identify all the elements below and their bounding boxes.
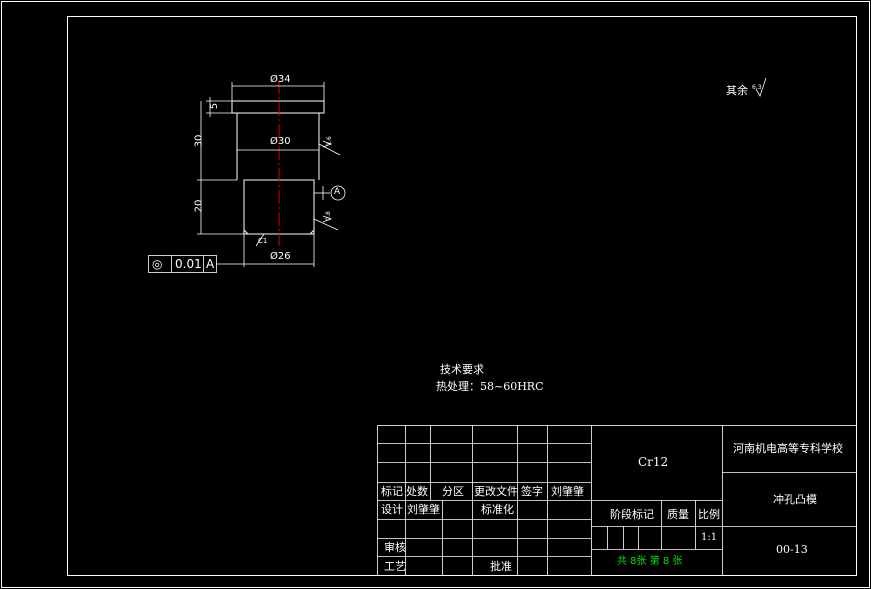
tolerance-datum: A	[206, 257, 215, 271]
roughness-lower-value: 0.8	[324, 211, 332, 221]
tb-header-count: 处数	[406, 485, 428, 498]
tb-school: 河南机电高等专科学校	[733, 442, 843, 455]
surface-note-value: 6.3	[752, 84, 762, 91]
dim-bottom-diameter: Ø26	[270, 251, 291, 262]
tb-part-name: 冲孔凸模	[773, 493, 817, 506]
tb-sheets: 共 8张 第 8 张	[617, 556, 683, 567]
title-block-grid	[377, 425, 857, 576]
dimension-lines	[197, 82, 346, 267]
tb-mass-label: 质量	[667, 508, 689, 521]
tb-review-label: 审核	[384, 541, 406, 554]
tb-design-name: 刘肇肇	[407, 503, 440, 516]
dim-top-diameter: Ø34	[270, 74, 291, 85]
roughness-mid-value: 1.6	[325, 136, 333, 146]
tb-ratio-value: 1:1	[701, 532, 718, 543]
dim-upper-length: 30	[193, 134, 205, 148]
tolerance-value: 0.01	[175, 257, 202, 271]
datum-label: A	[334, 187, 341, 197]
tb-process-label: 工艺	[384, 560, 406, 573]
tb-stage-label: 阶段标记	[610, 508, 654, 521]
dim-mid-diameter: Ø30	[270, 136, 291, 147]
tb-standard-label: 标准化	[481, 503, 514, 516]
tb-header-signature: 签字	[521, 485, 543, 498]
part-profile	[231, 100, 325, 235]
roughness-symbols	[313, 77, 767, 231]
technical-heat-treatment: 热处理：58~60HRC	[436, 380, 544, 393]
tb-header-change-doc: 更改文件	[474, 485, 518, 498]
tolerance-symbol: ◎	[152, 257, 163, 271]
dim-chamfer-label: C1	[258, 237, 268, 245]
dim-lower-length: 20	[193, 199, 205, 213]
tolerance-frame	[148, 255, 217, 273]
dim-head-height: 5	[209, 102, 221, 110]
tb-header-mark: 标记	[381, 485, 403, 498]
tb-design-label: 设计	[381, 503, 403, 516]
tb-header-name: 刘肇肇	[551, 485, 584, 498]
technical-title: 技术要求	[440, 363, 484, 376]
tb-drawing-no: 00-13	[776, 543, 808, 556]
tb-material: Cr12	[638, 455, 669, 469]
tb-approve-label: 批准	[490, 560, 512, 573]
surface-note-label: 其余	[726, 84, 748, 97]
tb-ratio-label: 比例	[698, 508, 720, 521]
tb-header-zone: 分区	[442, 485, 464, 498]
